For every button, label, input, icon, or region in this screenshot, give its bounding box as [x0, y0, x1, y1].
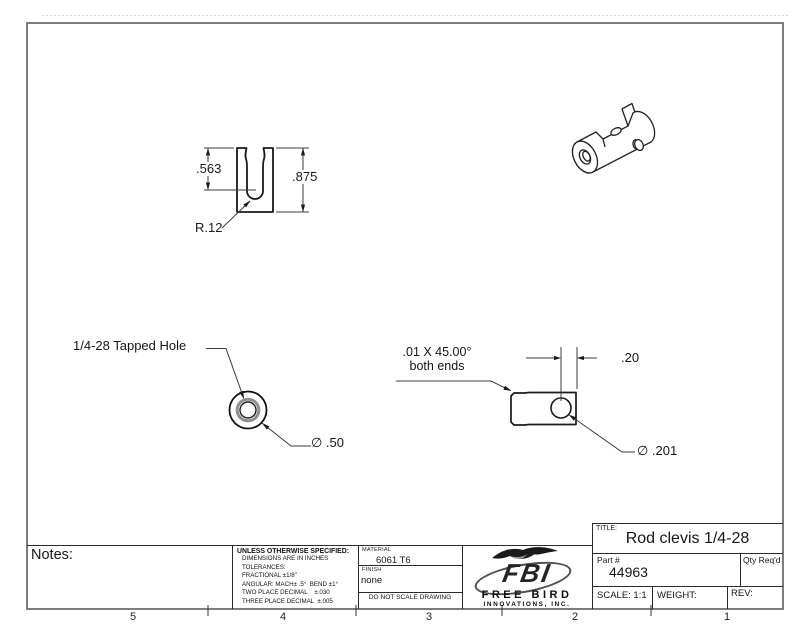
zone-number: 2	[571, 611, 579, 623]
dim-overall-height: .875	[291, 169, 319, 184]
callout-chamfer-line1: .01 X 45.00°	[402, 345, 472, 359]
side-view-geometry	[396, 347, 635, 453]
zone-number: 3	[425, 611, 433, 623]
zone-number: 4	[279, 611, 287, 623]
dim-outer-diameter: ∅ .50	[311, 435, 345, 450]
zone-number: 5	[129, 611, 137, 623]
callout-chamfer-line2: both ends	[409, 359, 465, 373]
tolerance-line: ANGULAR: MACH± .5° BEND ±1°	[242, 580, 338, 588]
tolerance-header: UNLESS OTHERWISE SPECIFIED:	[237, 548, 350, 555]
finish-label: FINISH	[362, 567, 382, 573]
tolerance-line: TWO PLACE DECIMAL ±.030	[242, 589, 330, 597]
tolerance-line: THREE PLACE DECIMAL ±.005	[242, 597, 333, 605]
logo-initials: FBI	[500, 558, 554, 588]
do-not-scale-note: DO NOT SCALE DRAWING	[368, 594, 452, 601]
finish-value: none	[361, 575, 383, 586]
logo-company-name: FREE BIRD	[481, 589, 573, 601]
logo-company-suffix: INNOVATIONS, INC.	[483, 601, 571, 608]
rev-label: REV:	[731, 588, 753, 599]
dim-slot-radius: R.12	[195, 220, 223, 235]
material-value: 6061 T6	[376, 555, 411, 566]
front-view-geometry	[204, 147, 309, 229]
qty-reqd-label: Qty Req'd	[743, 555, 781, 565]
iso-view-geometry	[571, 102, 656, 174]
part-number-label: Part #	[597, 555, 620, 565]
ruler-ticks	[207, 605, 652, 616]
dim-hole-diameter: ∅ .201	[637, 443, 678, 458]
sheet-border	[26, 15, 788, 610]
title-label: TITLE:	[596, 525, 618, 532]
dim-hole-offset: .20	[621, 350, 640, 365]
zone-number: 1	[723, 611, 731, 623]
drawing-title: Rod clevis 1/4-28	[625, 530, 750, 547]
tolerance-line: TOLERANCES:	[242, 563, 286, 571]
bottom-view-geometry	[206, 348, 311, 447]
tolerance-line: FRACTIONAL ±1/8"	[242, 572, 297, 580]
callout-tapped-hole: 1/4-28 Tapped Hole	[73, 338, 187, 353]
weight-label: WEIGHT:	[657, 590, 697, 601]
part-number-value: 44963	[609, 564, 648, 580]
notes-label: Notes:	[31, 547, 73, 563]
tolerance-line: DIMENSIONS ARE IN INCHES	[242, 555, 329, 562]
material-label: MATERIAL	[362, 547, 392, 553]
fbi-logo: FBI FREE BIRD INNOVATIONS, INC.	[466, 545, 588, 609]
bird-icon	[492, 547, 558, 559]
tolerance-block: UNLESS OTHERWISE SPECIFIED: DIMENSIONS A…	[237, 548, 356, 607]
dim-slot-depth: .563	[195, 161, 223, 176]
scale-label: SCALE: 1:1	[597, 590, 647, 601]
title-block-grid	[27, 523, 783, 609]
